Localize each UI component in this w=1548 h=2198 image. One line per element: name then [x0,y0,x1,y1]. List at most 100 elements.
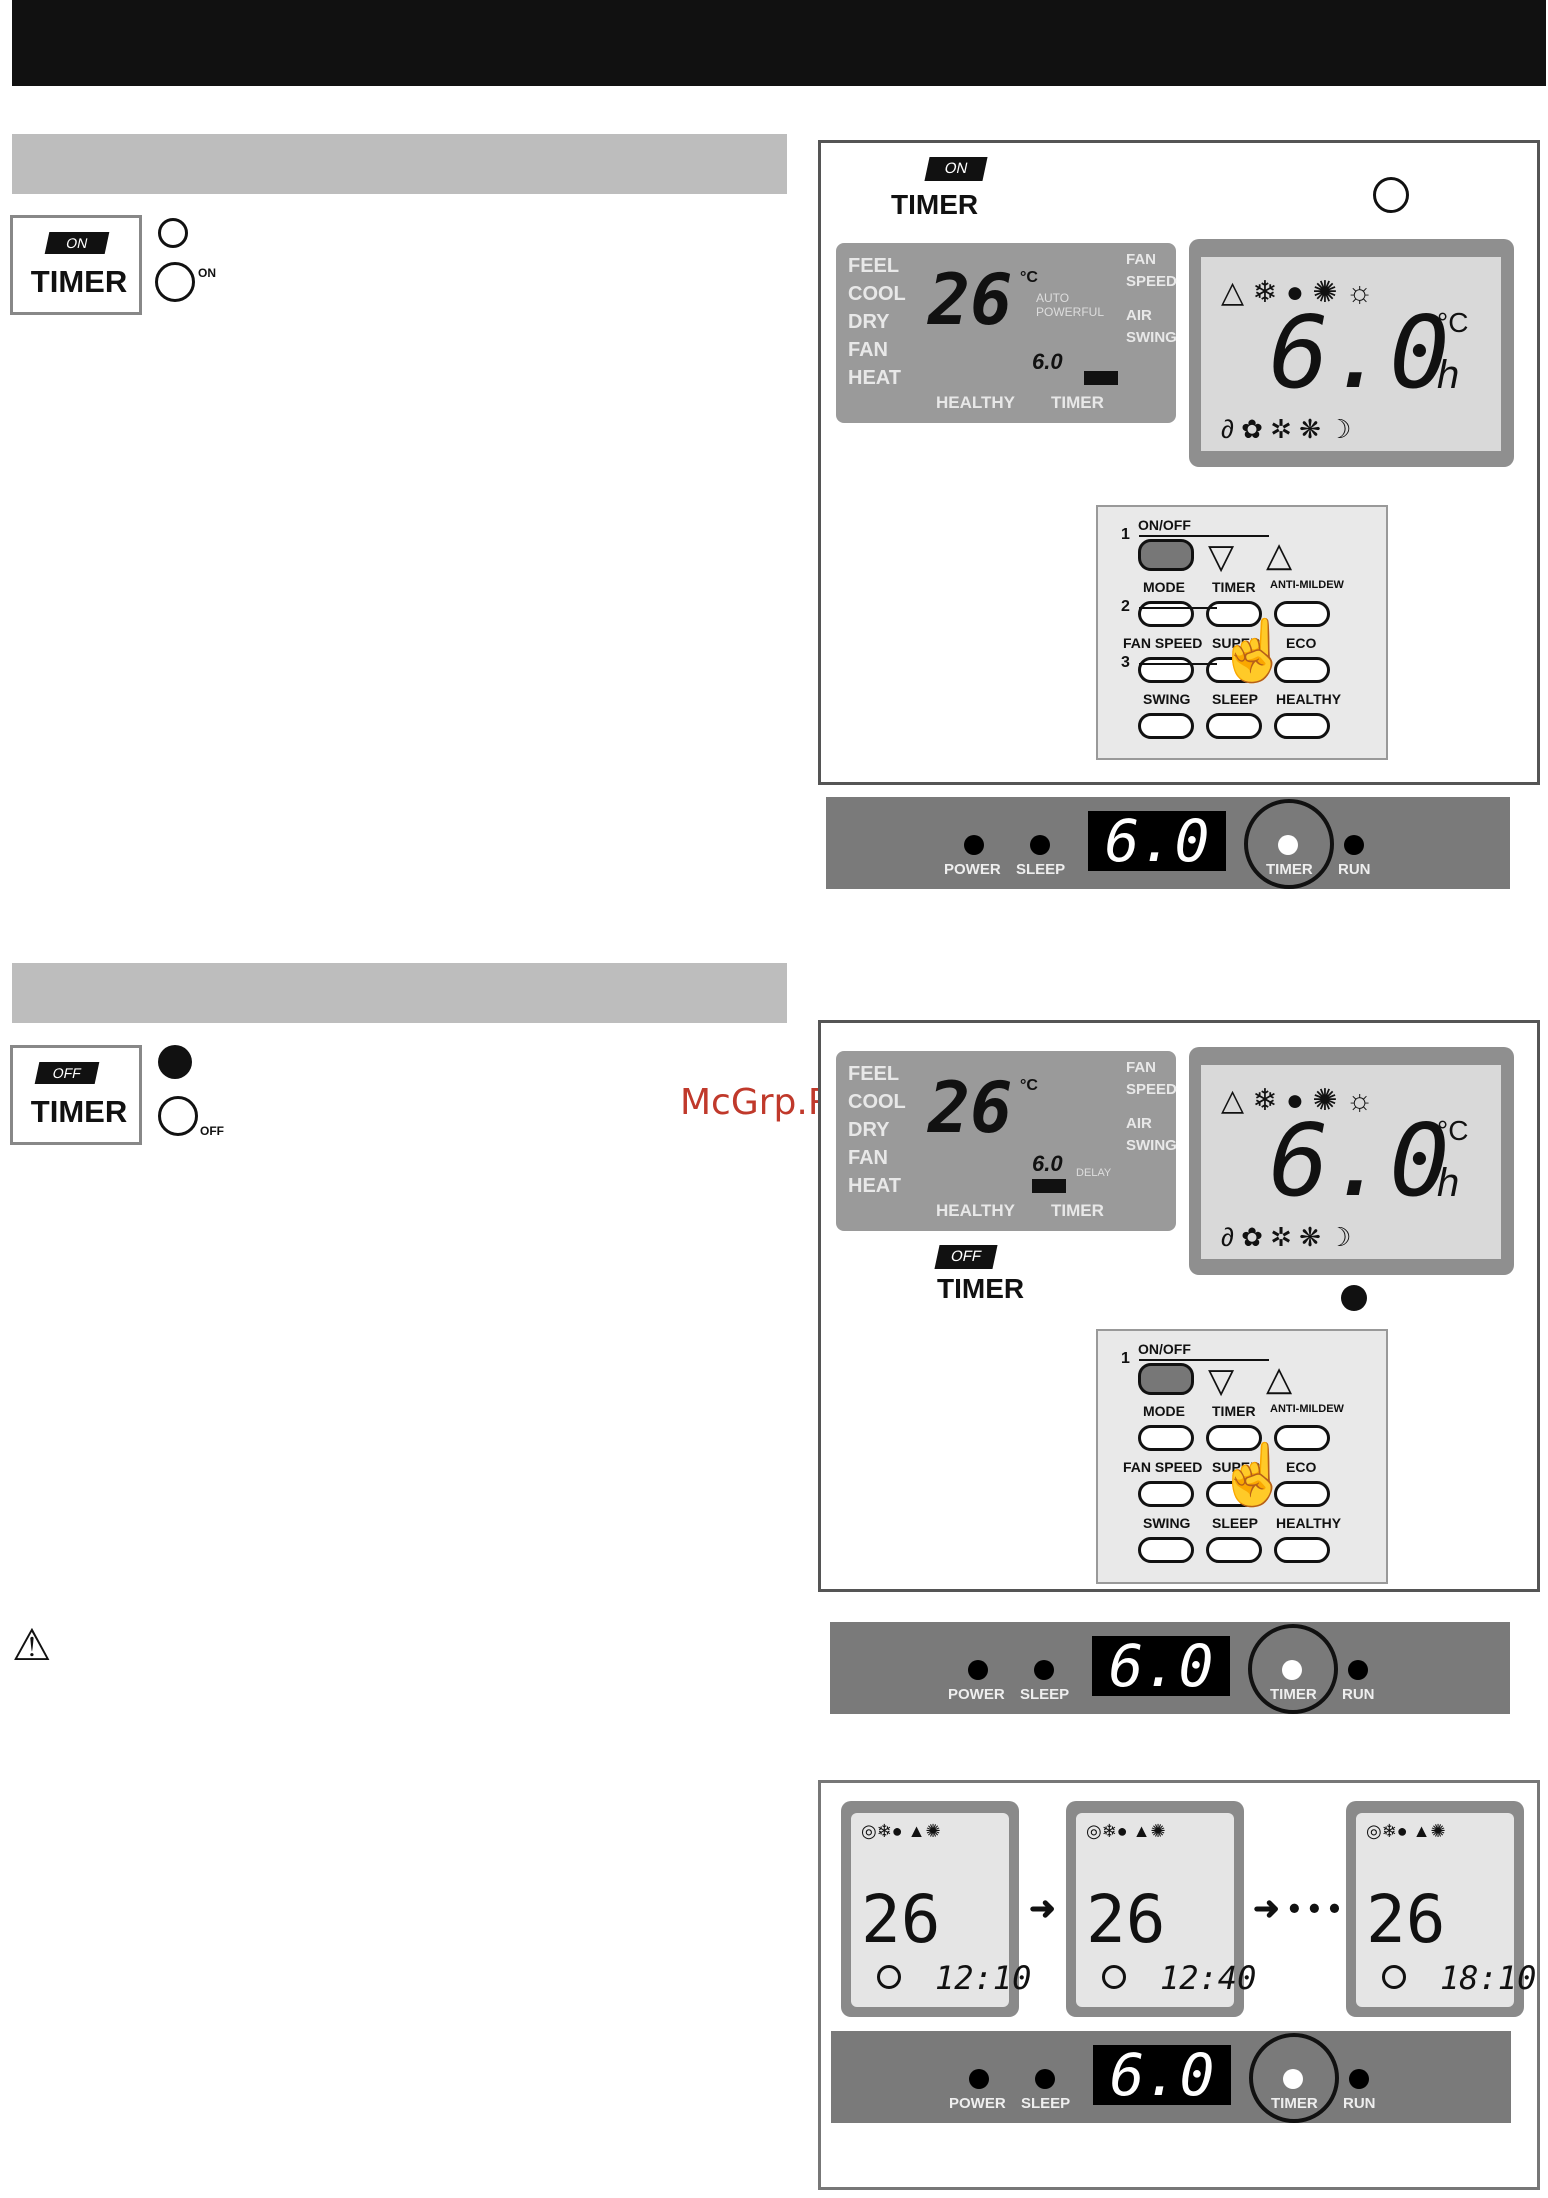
onoff-button[interactable] [1138,539,1194,571]
indoor-panel-on: POWER SLEEP 6.0 TIMER RUN [826,797,1510,889]
eco-label: ECO [1286,635,1317,651]
indoor-lcd: FEEL COOL DRY FAN HEAT 26 °C 6.0 DELAY F… [836,1051,1177,1231]
clock-off-suffix: OFF [200,1124,224,1138]
anti-mildew-label: ANTI-MILDEW [1270,579,1344,591]
section-bar-off-timer [12,963,787,1023]
callout-timer-label: TIMER [937,1273,1025,1304]
anti-mildew-label: ANTI-MILDEW [1270,1403,1344,1415]
fan-speed-button[interactable] [1138,657,1194,683]
lcd-label-swing: SWING [1126,329,1177,346]
down-arrow-button[interactable]: ▽ [1208,538,1235,576]
mini-time: 18:10 [1440,1959,1537,1997]
mode-button[interactable] [1138,601,1194,627]
clock-on-icon [155,262,195,302]
lcd-label-feel: FEEL [848,1063,900,1085]
remote-lcd-unit: h [1437,353,1460,397]
panel-timer: TIMER [1271,2095,1318,2112]
timer-label: TIMER [1212,1403,1256,1419]
remote-lcd: 6.0 h °C △ ❄ ● ✺ ☼ ∂ ✿ ✲ ❋ ☽ [1189,1047,1514,1275]
fan-icons: ∂ ✿ ✲ ❋ ☽ [1221,414,1352,444]
hand-pointer-icon: ☝ [1216,1441,1291,1508]
up-arrow-button[interactable]: △ [1266,536,1293,574]
remote-control: ON/OFF ▽ △ MODE TIMER ANTI-MILDEW FAN SP… [1096,505,1388,760]
lcd-label-speed: SPEED [1126,1081,1177,1098]
up-arrow-button[interactable]: △ [1266,1360,1293,1398]
eco-button[interactable] [1274,1481,1330,1507]
sequence-figure: ◎❄● ▲✺ 26 12:10 ➜ ◎❄● ▲✺ 26 12:40 ➜ • • … [818,1780,1540,2190]
healthy-button[interactable] [1274,1537,1330,1563]
indoor-lcd: FEEL COOL DRY FAN HEAT 26 °C AUTO POWERF… [836,243,1177,423]
clock-filled-icon [158,1045,192,1079]
panel-run: RUN [1343,2095,1376,2112]
off-timer-button-icon: OFF TIMER [10,1045,142,1145]
mode-label: MODE [1143,579,1185,595]
mini-time: 12:40 [1160,1959,1257,1997]
lcd-label-feel: FEEL [848,255,900,277]
mode-label: MODE [1143,1403,1185,1419]
sleep-button[interactable] [1206,713,1262,739]
lcd-unit: °C [1020,269,1038,286]
timer-label: TIMER [30,264,128,299]
super-button[interactable] [1206,1481,1262,1507]
mode-button[interactable] [1138,1425,1194,1451]
panel-power: POWER [944,861,1001,878]
mini-display-1: ◎❄● ▲✺ 26 12:10 [841,1801,1031,2017]
lcd-label-heat: HEAT [848,1175,901,1197]
timer-label: TIMER [1212,579,1256,595]
lcd-timer-value: 6.0 [1032,349,1063,374]
anti-mildew-button[interactable] [1274,1425,1330,1451]
lcd-label-speed: SPEED [1126,273,1177,290]
swing-label: SWING [1143,1515,1191,1531]
timer-led [1282,1660,1302,1680]
clock-icon [1102,1965,1126,1989]
onoff-button[interactable] [1138,1363,1194,1395]
eco-button[interactable] [1274,657,1330,683]
fan-icons: ∂ ✿ ✲ ❋ ☽ [1221,1222,1352,1252]
healthy-button[interactable] [1274,713,1330,739]
lcd-label-fan-r: FAN [1126,251,1156,268]
indoor-panel-seq: POWER SLEEP 6.0 TIMER RUN [831,2031,1511,2123]
clock-filled-icon [1341,1285,1367,1311]
on-timer-figure: ON TIMER FEEL COOL DRY FAN HEAT 26 °C AU… [818,140,1540,785]
lcd-temperature: 26 [928,1067,1013,1149]
callout-off-tag: OFF [934,1245,998,1269]
lcd-healthy: HEALTHY [936,393,1016,412]
mini-display-2: ◎❄● ▲✺ 26 12:40 [1066,1801,1256,2017]
eco-label: ECO [1286,1459,1317,1475]
mini-icons: ◎❄● ▲✺ [1086,1821,1166,1841]
off-timer-figure: FEEL COOL DRY FAN HEAT 26 °C 6.0 DELAY F… [818,1020,1540,1592]
panel-run: RUN [1338,861,1371,878]
fan-speed-button[interactable] [1138,1481,1194,1507]
lcd-temperature: 26 [928,259,1013,341]
timer-button[interactable] [1206,1425,1262,1451]
timer-label: TIMER [30,1094,128,1129]
clock-on-suffix: ON [198,266,216,280]
anti-mildew-button[interactable] [1274,601,1330,627]
panel-sleep: SLEEP [1021,2095,1071,2112]
swing-button[interactable] [1138,713,1194,739]
panel-power: POWER [949,2095,1006,2112]
panel-timer: TIMER [1270,1686,1317,1703]
lcd-label-fan: FAN [848,1147,888,1169]
panel-display: 6.0 [1092,1636,1230,1696]
panel-timer: TIMER [1266,861,1313,878]
lcd-label-swing: SWING [1126,1137,1177,1154]
mini-icons: ◎❄● ▲✺ [861,1821,941,1841]
timer-button[interactable] [1206,601,1262,627]
down-arrow-button[interactable]: ▽ [1208,1362,1235,1400]
callout-3: 3 [1121,654,1130,671]
clock-icon [1373,177,1409,213]
mode-icons: △ ❄ ● ✺ ☼ [1221,276,1374,309]
off-tag: OFF [34,1062,100,1084]
remote-lcd-unit-c: °C [1437,307,1469,338]
mini-icons: ◎❄● ▲✺ [1366,1821,1446,1841]
lcd-timer: TIMER [1051,1201,1104,1220]
super-button[interactable] [1206,657,1262,683]
mode-icons: △ ❄ ● ✺ ☼ [1221,1084,1374,1117]
swing-button[interactable] [1138,1537,1194,1563]
remote-control: ON/OFF ▽ △ MODE TIMER ANTI-MILDEW FAN SP… [1096,1329,1388,1584]
lcd-timer-value: 6.0 [1032,1151,1063,1176]
lcd-label-dry: DRY [848,311,890,333]
lcd-label-air: AIR [1126,1115,1152,1132]
sleep-button[interactable] [1206,1537,1262,1563]
